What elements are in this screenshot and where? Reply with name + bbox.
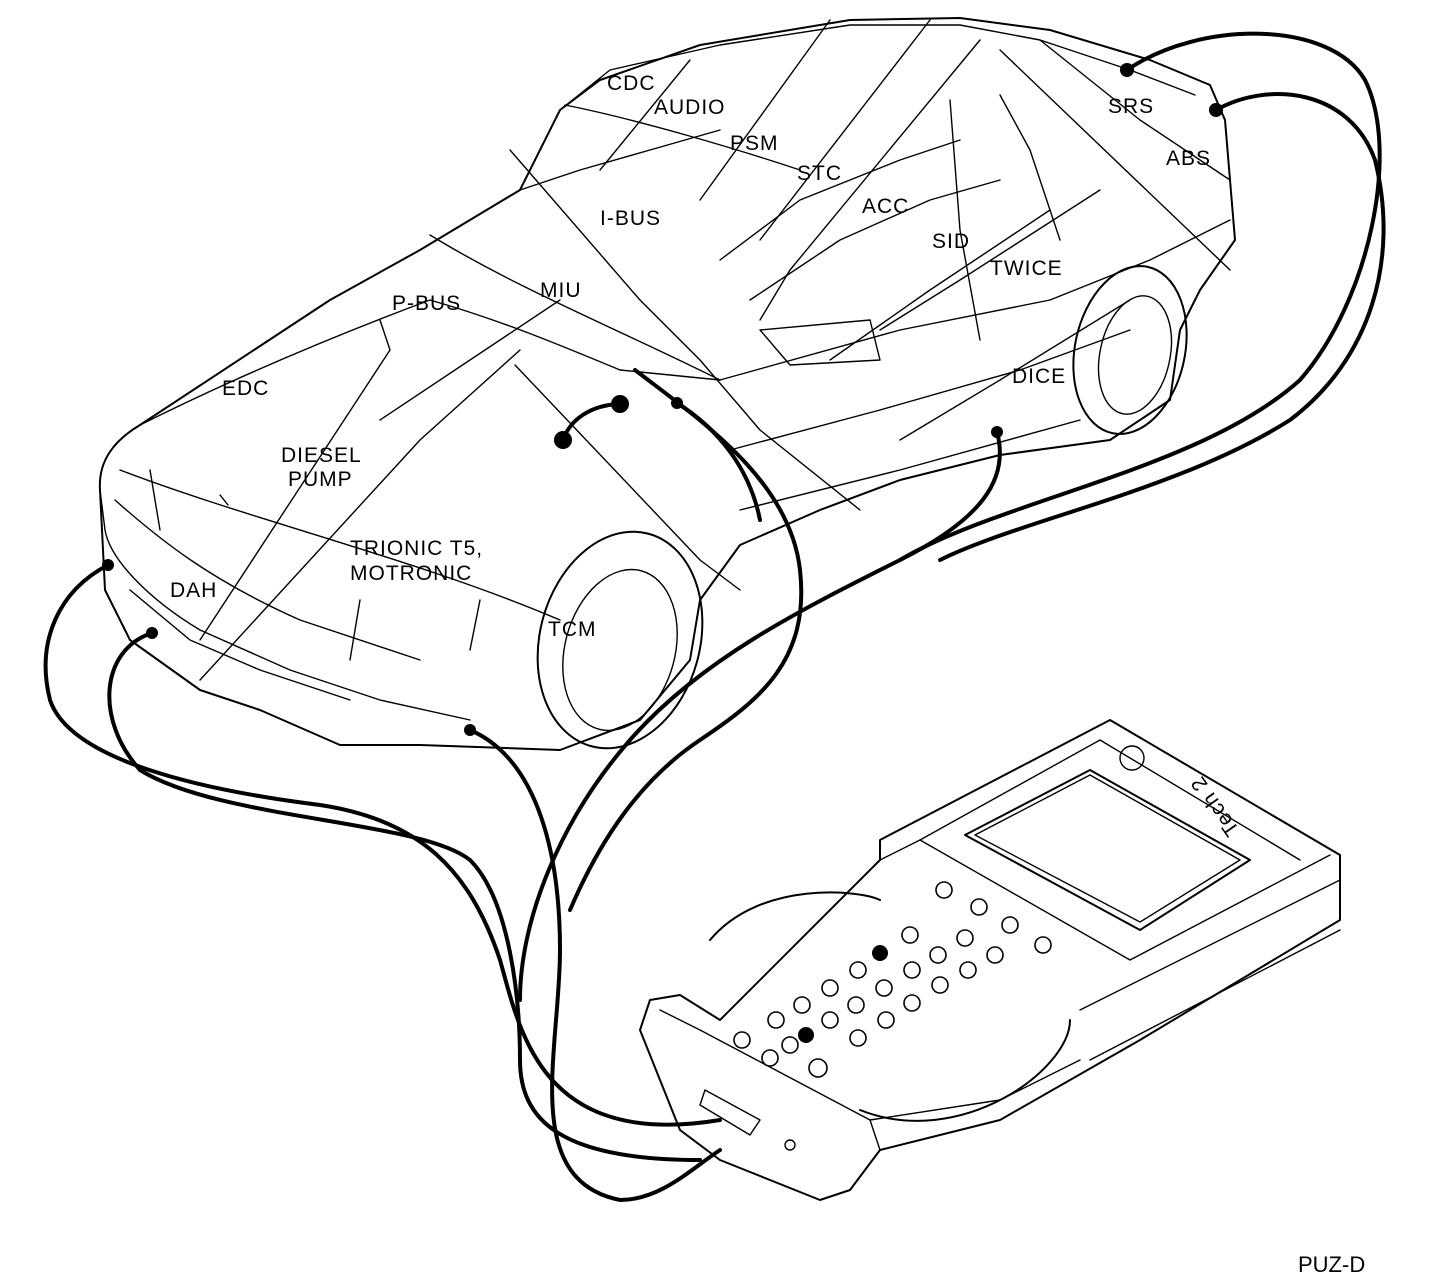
label-psm: PSM <box>730 132 779 155</box>
label-dice: DICE <box>1012 365 1066 388</box>
label-pbus: P-BUS <box>392 292 461 315</box>
label-tcm: TCM <box>548 618 597 641</box>
tester-keypad <box>733 881 1052 1078</box>
label-audio: AUDIO <box>654 96 726 119</box>
label-diesel: DIESEL <box>281 444 362 467</box>
diagnostic-cables <box>43 31 1386 1202</box>
figure-code: PUZ-D <box>1298 1252 1365 1277</box>
label-stc: STC <box>797 162 842 185</box>
module-labels: CDC AUDIO PSM STC SRS ABS I-BUS ACC SID … <box>170 72 1211 641</box>
label-edc: EDC <box>222 377 269 400</box>
label-twice: TWICE <box>990 257 1063 280</box>
car-outline <box>98 17 1236 751</box>
label-pump: PUMP <box>288 468 353 491</box>
label-ibus: I-BUS <box>600 207 661 230</box>
label-dah: DAH <box>170 579 217 602</box>
label-cdc: CDC <box>607 72 656 95</box>
label-acc: ACC <box>862 195 909 218</box>
label-srs: SRS <box>1108 95 1154 118</box>
puzzle-dividers <box>199 19 1231 681</box>
connection-dots <box>102 63 1223 736</box>
label-trionic: TRIONIC T5, <box>350 537 483 560</box>
label-motronic: MOTRONIC <box>350 562 472 585</box>
tech2-tester: Tech 2 <box>639 719 1341 1201</box>
label-sid: SID <box>932 230 970 253</box>
label-abs: ABS <box>1166 147 1211 170</box>
label-miu: MIU <box>540 279 582 302</box>
